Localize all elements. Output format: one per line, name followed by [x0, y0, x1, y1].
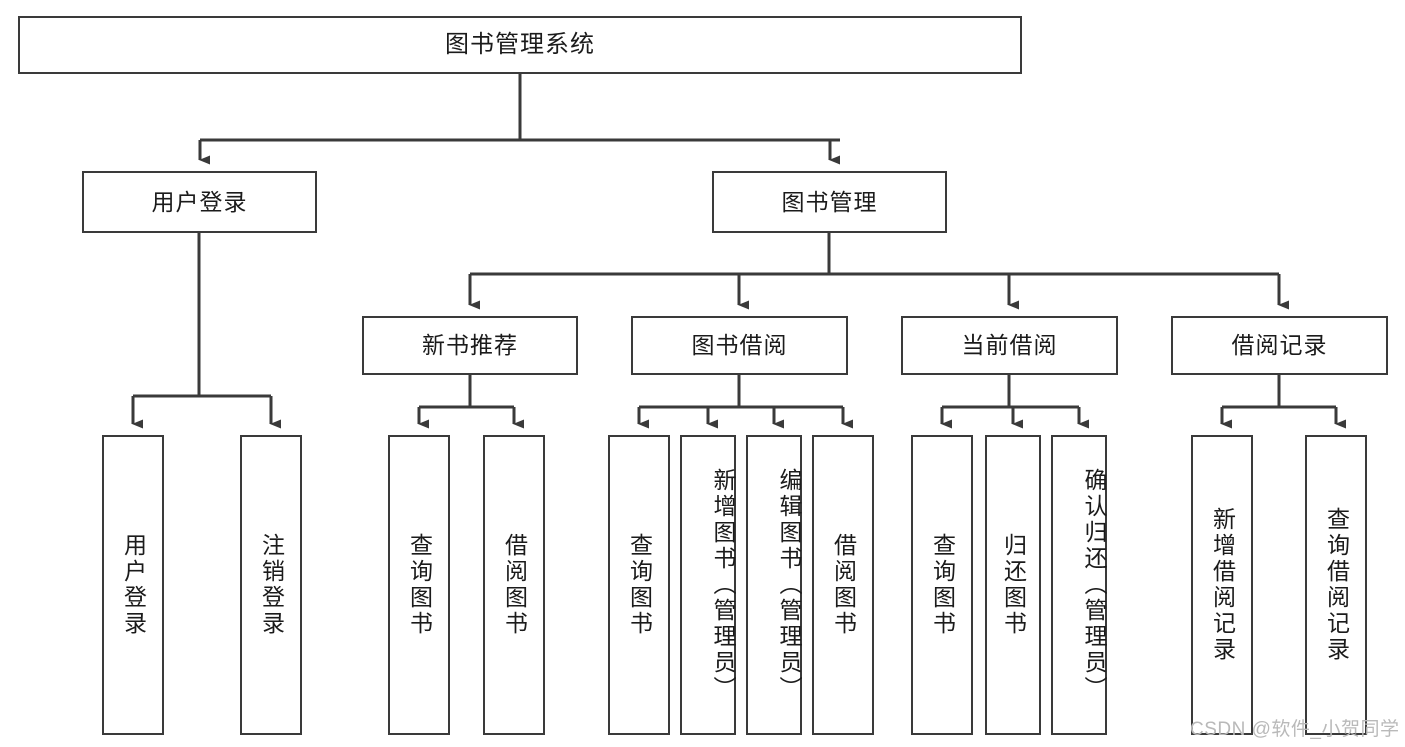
watermark: CSDN @软件_小贺同学	[1190, 714, 1399, 741]
leaf-user-login-label: 用户登录	[120, 533, 147, 637]
node-new-book-rec[interactable]: 新书推荐	[362, 316, 578, 375]
leaf-query-book-3-label: 查询图书	[929, 533, 956, 637]
node-borrow-record-label: 借阅记录	[1231, 332, 1328, 359]
leaf-add-record-label: 新增借阅记录	[1209, 507, 1236, 663]
node-root[interactable]: 图书管理系统	[18, 16, 1022, 74]
leaf-return-book-label: 归还图书	[1000, 533, 1027, 637]
node-borrow-record[interactable]: 借阅记录	[1171, 316, 1388, 375]
leaf-edit-book-label: 编辑图书（管理员）	[776, 468, 802, 702]
watermark-text: CSDN @软件_小贺同学	[1190, 719, 1400, 740]
node-new-book-rec-label: 新书推荐	[422, 332, 518, 359]
leaf-query-book-2[interactable]: 查询图书	[608, 435, 670, 735]
node-book-borrow[interactable]: 图书借阅	[631, 316, 848, 375]
leaf-add-book[interactable]: 新增图书（管理员）	[680, 435, 736, 735]
node-root-label: 图书管理系统	[445, 31, 595, 59]
leaf-borrow-book-2[interactable]: 借阅图书	[812, 435, 874, 735]
node-user-login-label: 用户登录	[151, 188, 248, 215]
leaf-add-book-label: 新增图书（管理员）	[710, 468, 736, 702]
leaf-user-login[interactable]: 用户登录	[102, 435, 164, 735]
leaf-borrow-book-1-label: 借阅图书	[501, 533, 528, 637]
node-current-borrow-label: 当前借阅	[961, 332, 1058, 359]
leaf-borrow-book-1[interactable]: 借阅图书	[483, 435, 545, 735]
leaf-query-record-label: 查询借阅记录	[1323, 507, 1350, 663]
leaf-return-book[interactable]: 归还图书	[985, 435, 1041, 735]
leaf-confirm-return-label: 确认归还（管理员）	[1081, 468, 1107, 702]
leaf-confirm-return[interactable]: 确认归还（管理员）	[1051, 435, 1107, 735]
node-book-manage[interactable]: 图书管理	[712, 171, 947, 233]
leaf-query-book-1-label: 查询图书	[406, 533, 433, 637]
node-user-login[interactable]: 用户登录	[82, 171, 317, 233]
leaf-query-book-3[interactable]: 查询图书	[911, 435, 973, 735]
leaf-query-book-1[interactable]: 查询图书	[388, 435, 450, 735]
leaf-logout-label: 注销登录	[258, 533, 285, 637]
leaf-add-record[interactable]: 新增借阅记录	[1191, 435, 1253, 735]
leaf-query-record[interactable]: 查询借阅记录	[1305, 435, 1367, 735]
node-current-borrow[interactable]: 当前借阅	[901, 316, 1118, 375]
leaf-edit-book[interactable]: 编辑图书（管理员）	[746, 435, 802, 735]
leaf-logout[interactable]: 注销登录	[240, 435, 302, 735]
leaf-borrow-book-2-label: 借阅图书	[830, 533, 857, 637]
node-book-manage-label: 图书管理	[781, 188, 878, 215]
leaf-query-book-2-label: 查询图书	[626, 533, 653, 637]
node-book-borrow-label: 图书借阅	[691, 332, 788, 359]
